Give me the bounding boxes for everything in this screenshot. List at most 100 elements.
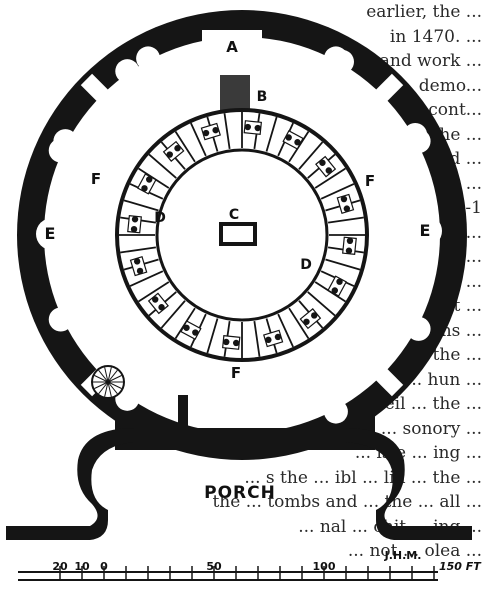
column-dot <box>345 247 353 254</box>
stair-step <box>104 367 109 383</box>
column-dot <box>152 296 159 303</box>
label-d-left: D <box>154 210 166 226</box>
column-dot <box>285 134 292 141</box>
scale-tick-label: 100 <box>313 560 336 573</box>
colonnade-division <box>123 199 159 212</box>
colonnade-division <box>190 122 207 157</box>
wall-niche <box>48 307 73 332</box>
background-text-line: in 1470. ... <box>389 26 482 47</box>
column-dot <box>158 304 165 311</box>
colonnade-division <box>320 183 355 200</box>
column-dot <box>131 216 139 223</box>
colonnade-division <box>277 313 294 348</box>
wall-niche <box>115 59 140 84</box>
wall-niche <box>403 123 428 147</box>
column-dot <box>166 151 173 158</box>
colonnade-division <box>288 307 310 339</box>
porch-wall <box>6 428 472 540</box>
column-dot <box>223 338 230 346</box>
column-dot <box>265 336 272 344</box>
entrance-jamb-left <box>178 395 188 440</box>
wall-niche <box>330 49 354 74</box>
stair-step <box>107 367 112 383</box>
wall-niche <box>115 386 140 411</box>
stair-step <box>94 375 109 383</box>
colonnade-division <box>138 281 170 303</box>
column-dot <box>294 139 301 146</box>
colonnade-division <box>120 246 157 254</box>
colonnade-division <box>307 291 336 317</box>
column-dot <box>133 258 141 265</box>
porch-label: PORCH <box>204 483 276 503</box>
background-text-line: the ... tombs and ... the ... all ... <box>212 492 482 512</box>
stair-step <box>98 369 109 383</box>
stair-step <box>107 381 118 395</box>
label-a: A <box>226 38 238 56</box>
columns <box>127 120 357 350</box>
opening-e-right <box>410 215 442 247</box>
column-dot <box>319 159 326 166</box>
wall-window <box>374 367 404 397</box>
column-dot <box>254 124 261 132</box>
background-text-line: earlier, the ... <box>366 2 482 22</box>
label-f-right: F <box>365 172 375 190</box>
column-dot <box>303 318 310 325</box>
column-dot <box>141 185 148 192</box>
scale-tick-label: 10 <box>74 560 90 573</box>
column-dot <box>183 324 190 331</box>
stair-step <box>98 381 109 395</box>
scale-tick-label: 0 <box>100 560 108 573</box>
colonnade-division <box>174 131 196 163</box>
wall-window <box>374 73 404 103</box>
column-dot <box>136 267 144 275</box>
colonnade-division <box>327 216 364 224</box>
column-dot <box>346 237 354 245</box>
wall-window <box>80 73 110 103</box>
colonnade-division <box>314 167 346 189</box>
wall-niche <box>406 316 431 341</box>
stair-step <box>94 381 109 389</box>
scale-tick-marks <box>59 566 435 580</box>
scale-tick-label: 20 <box>52 560 68 573</box>
stair-step <box>107 381 122 389</box>
column-dot <box>336 278 343 285</box>
column-dot <box>274 333 282 341</box>
column-dot <box>311 312 318 319</box>
wall-niche <box>136 46 161 71</box>
wall-niches <box>36 46 442 424</box>
background-text-line: cont... <box>428 100 482 120</box>
stair-step <box>104 381 109 397</box>
label-b: B <box>257 89 268 105</box>
wall-niche <box>323 399 348 424</box>
column-dot <box>343 205 351 212</box>
altar-c <box>219 222 257 246</box>
opening-e-left <box>36 218 68 250</box>
colonnade-division <box>160 300 186 329</box>
wall-niche <box>53 129 78 154</box>
column-dot <box>146 176 153 183</box>
colonnade-division <box>265 116 278 152</box>
label-e-left: E <box>45 224 56 243</box>
background-text-line: and work ... <box>379 51 482 71</box>
column-dot <box>325 167 332 174</box>
stair-step <box>107 375 122 383</box>
colonnade-division <box>148 153 177 179</box>
label-f-bottom: F <box>231 364 241 382</box>
column-dot <box>331 287 338 294</box>
colonnade-division <box>129 270 164 287</box>
spiral-stair <box>91 365 125 399</box>
colonnade-division <box>223 113 231 150</box>
column-dot <box>174 145 181 152</box>
column-dot <box>232 339 240 347</box>
column-dot <box>130 225 138 233</box>
background-text-line: demo... <box>418 75 482 96</box>
stair-step <box>107 369 118 383</box>
doorway-a <box>202 30 262 60</box>
background-text-line: ... s the ... ibl ... lin ... the ... <box>244 467 482 488</box>
label-f-left: F <box>91 170 101 188</box>
scale-end-label: 150 FT <box>439 560 482 573</box>
background-text-line: ... not ... olea ... <box>347 541 482 561</box>
